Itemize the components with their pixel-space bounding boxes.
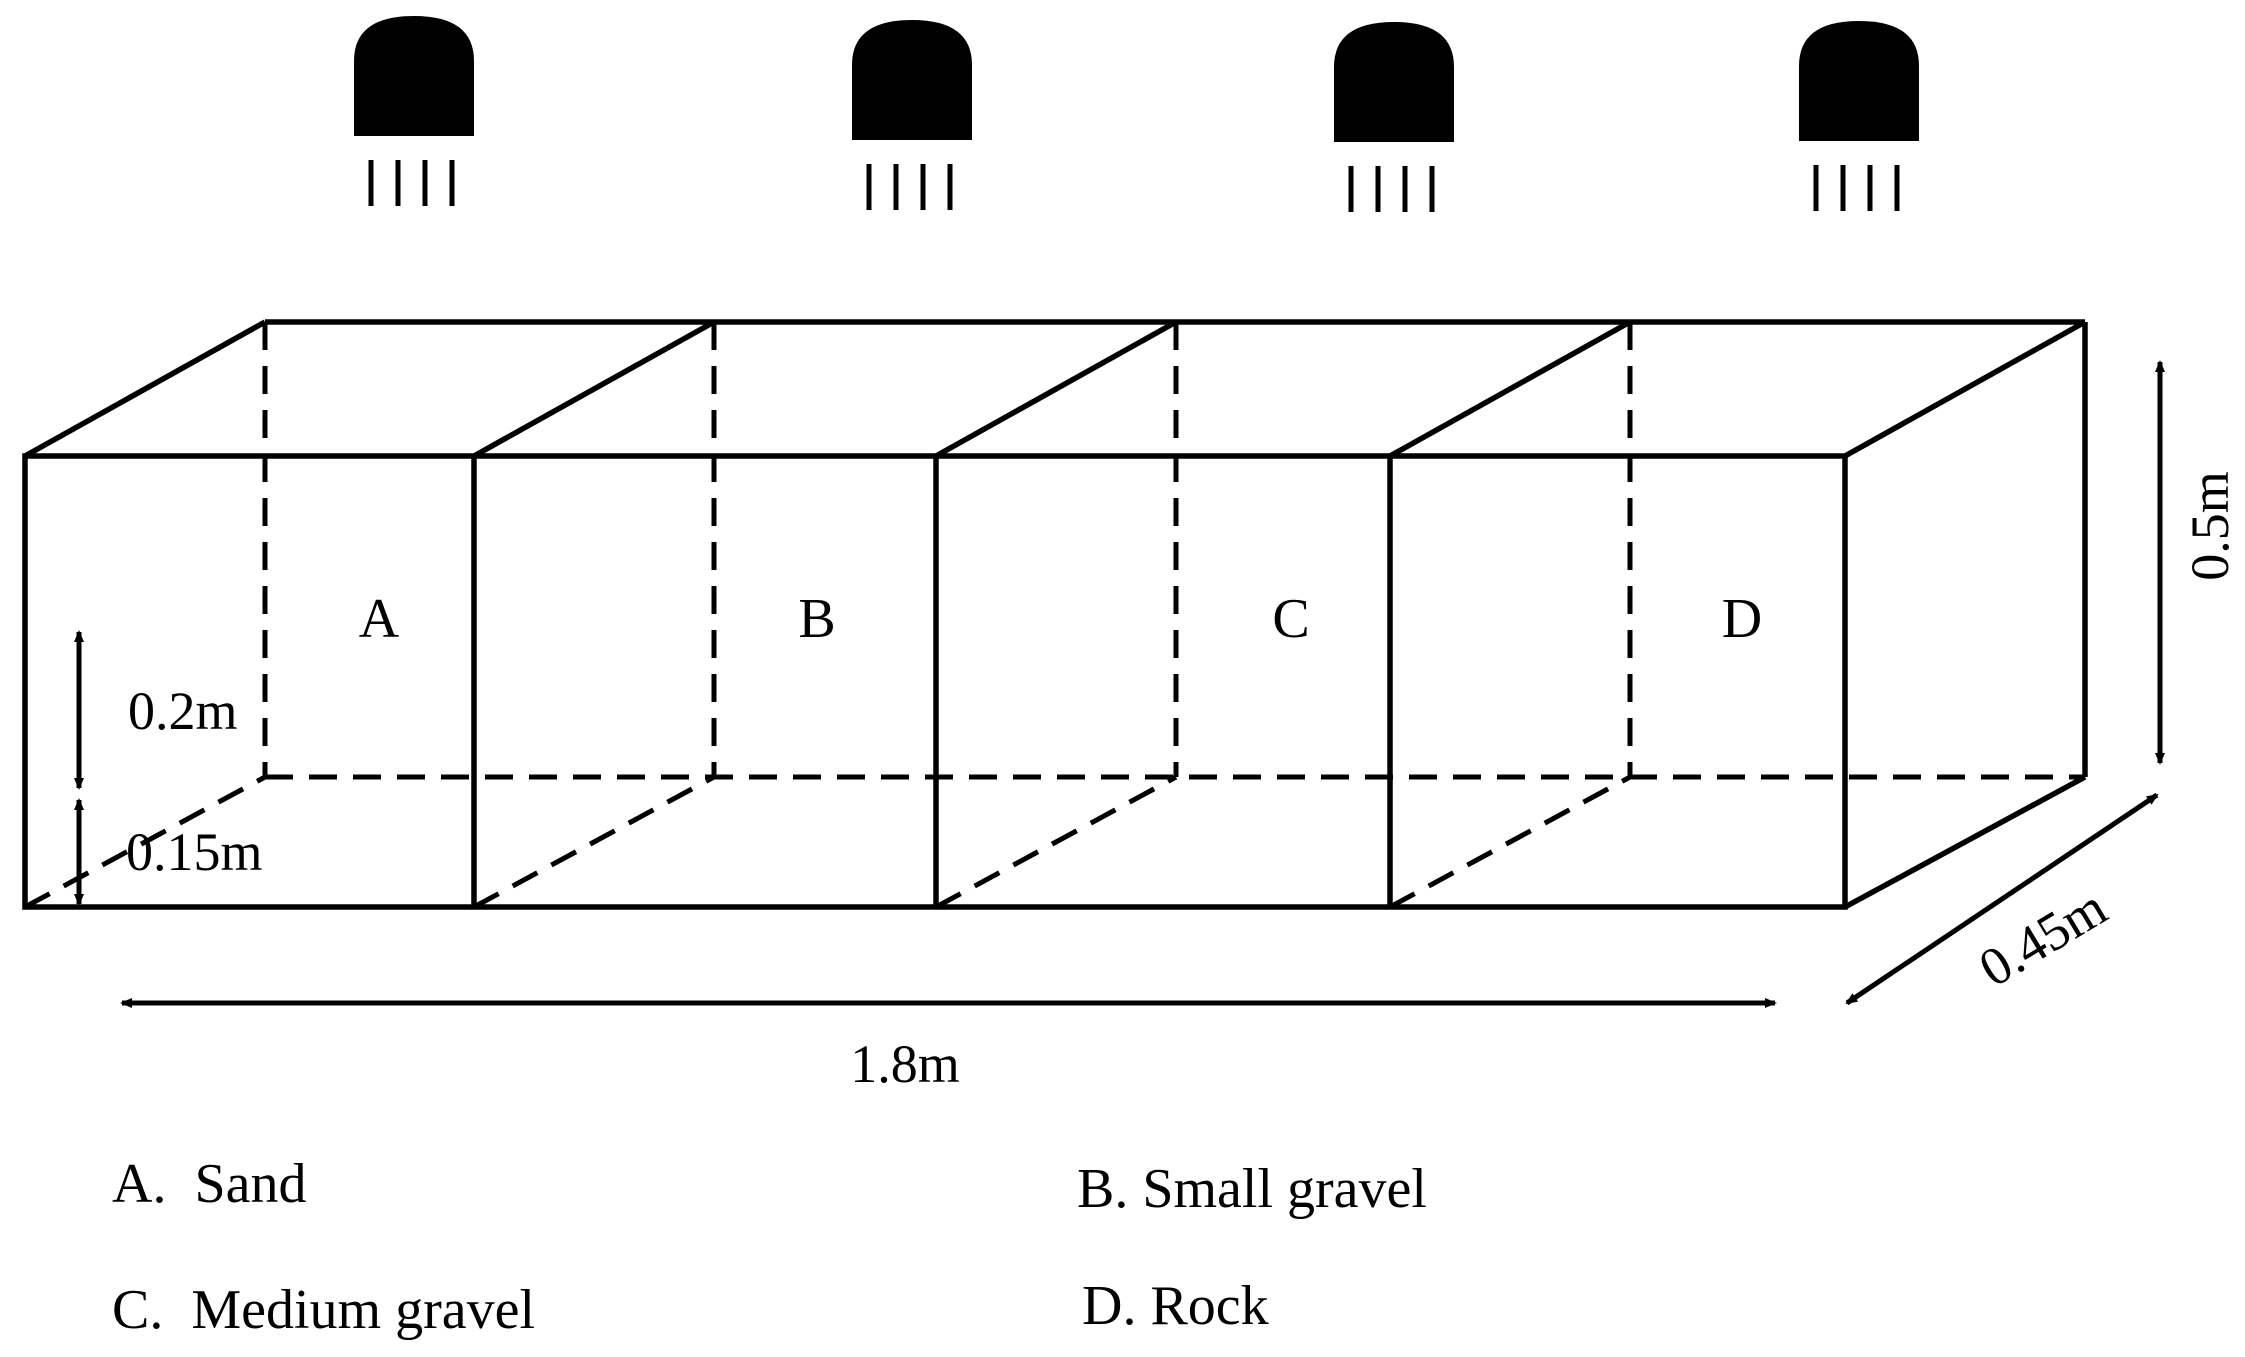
width-label: 0.45m: [1969, 877, 2117, 999]
compartment-label-d: D: [1722, 588, 1762, 650]
sprinkler-group: [354, 16, 1919, 212]
top-diagonal-left: [23, 319, 267, 459]
top-diagonal-ab: [472, 319, 716, 459]
hidden-bottom-diagonal-cd: [1388, 774, 1632, 910]
legend-item-a: A. Sand: [112, 1153, 306, 1215]
top-diagonal-bc: [934, 319, 1178, 459]
top-diagonal-cd: [1388, 319, 1632, 459]
compartment-label-c: C: [1272, 588, 1309, 650]
hidden-bottom-diagonal-bc: [934, 774, 1178, 910]
sprinkler-icon-b: [852, 20, 972, 210]
legend-item-d: D. Rock: [1082, 1275, 1269, 1337]
compartment-label-b: B: [798, 588, 835, 650]
width-arrow: [1845, 792, 2159, 1006]
length-label: 1.8m: [850, 1034, 960, 1094]
hidden-bottom-diagonal-ab: [472, 774, 716, 910]
sprinkler-icon-d: [1799, 21, 1919, 211]
sprinkler-icon-c: [1334, 22, 1454, 212]
height-label: 0.5m: [2180, 471, 2240, 581]
upper-layer-label: 0.2m: [128, 681, 238, 741]
compartment-label-a: A: [359, 588, 400, 650]
lower-layer-label: 0.15m: [126, 822, 263, 882]
flume-hidden-edges: [23, 322, 2085, 910]
hidden-bottom-diagonal-left: [23, 774, 267, 910]
top-diagonal-right: [1843, 319, 2087, 459]
legend-item-b: B. Small gravel: [1077, 1158, 1427, 1220]
legend-item-c: C. Medium gravel: [112, 1279, 535, 1341]
flume-box: [22, 319, 2088, 910]
legend: A. Sand B. Small gravel C. Medium gravel…: [112, 1153, 1427, 1341]
bottom-diagonal-right: [1843, 774, 2087, 910]
sprinkler-icon-a: [354, 16, 474, 206]
